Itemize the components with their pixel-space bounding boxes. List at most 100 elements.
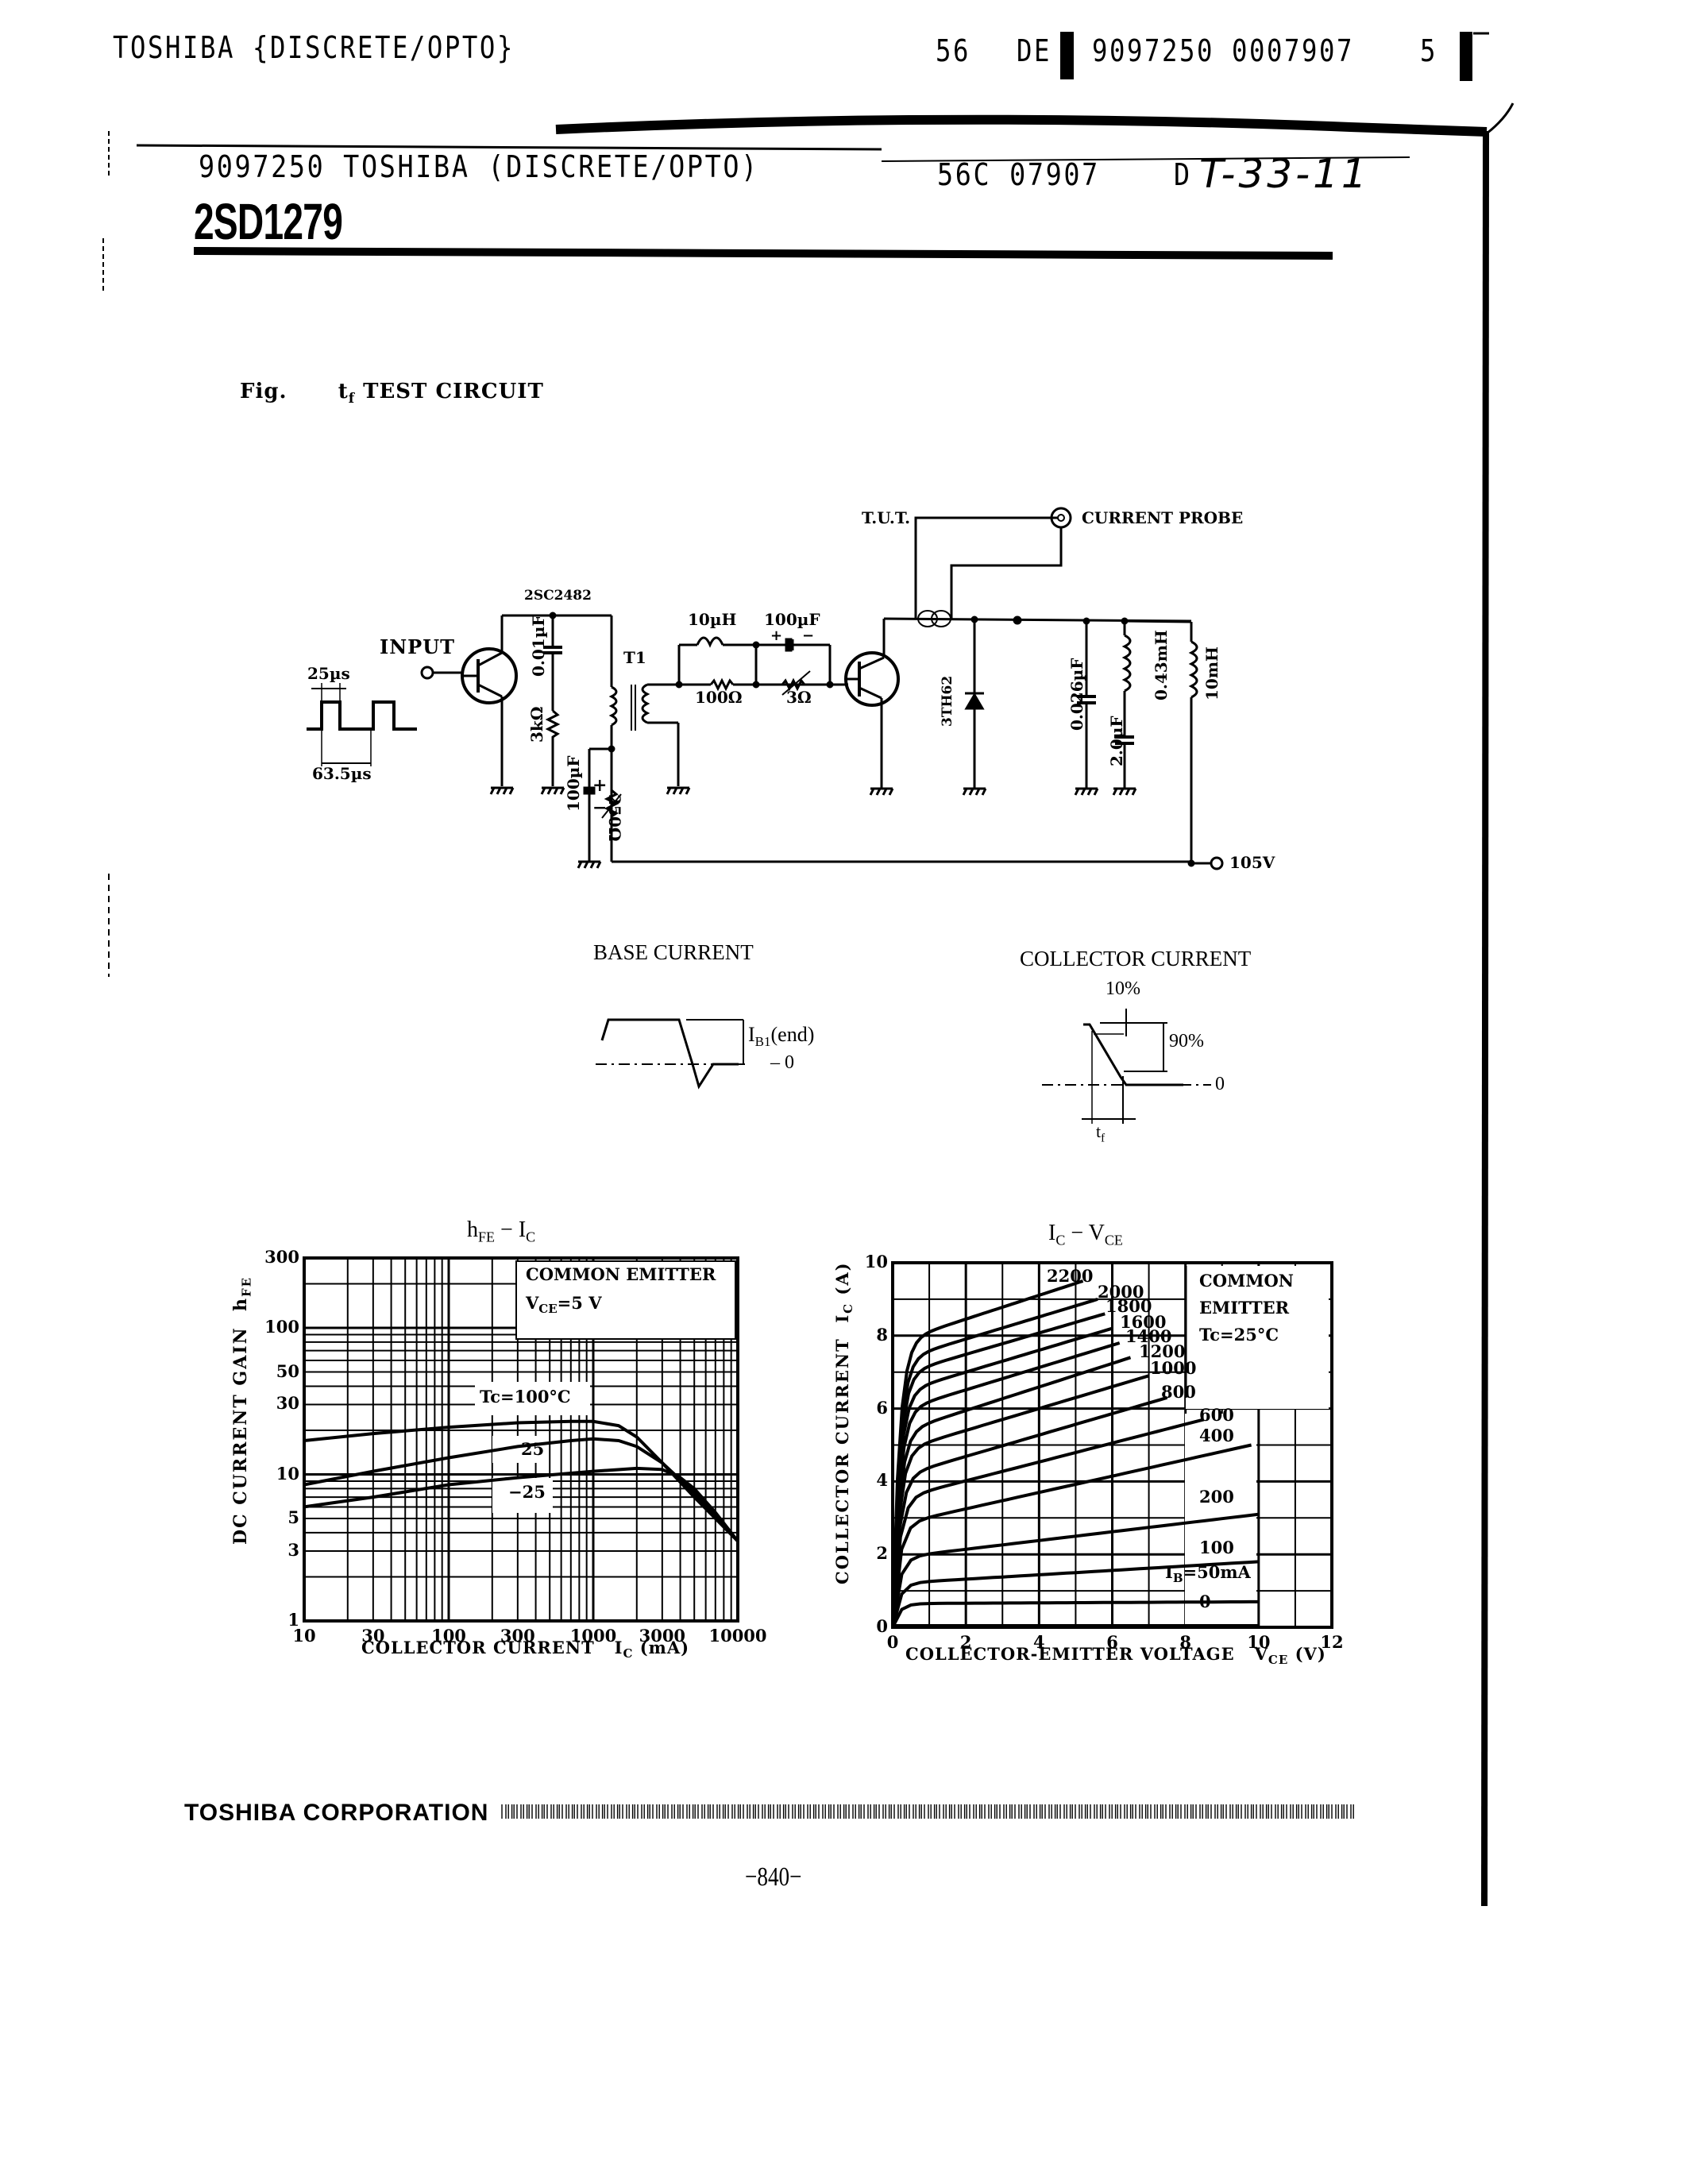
collector-current-title: COLLECTOR CURRENT [1020,947,1252,970]
hfe-y-tick: 50 [276,1360,299,1381]
ic-xlabel-text: COLLECTOR-EMITTER VOLTAGE [905,1644,1235,1664]
hfe-x-tick: 10 [292,1626,316,1646]
hfe-ylabel-sub: FE [239,1275,254,1297]
pulse-period-label: 63.5µs [312,764,372,783]
hfe-y-tick: 5 [287,1507,299,1528]
ic-series-label: 800 [1161,1382,1196,1402]
frame-right [1481,130,1489,1907]
hfe-chart-graphics [303,1256,739,1623]
ic-ib-sub: B [1172,1571,1183,1586]
ic-annotation-3: Tc=25°C [1199,1325,1279,1345]
ic-series-label: 1200 [1139,1341,1186,1361]
ic-xlabel-unit: (V) [1295,1644,1326,1664]
c5-label: 2.0µF [1107,716,1126,766]
ic-annotation-2: EMITTER [1199,1298,1290,1318]
hfe-xlabel-unit: (mA) [639,1638,690,1657]
handwritten-code: T-33-11 [1199,151,1370,197]
hfe-title-h: h [467,1217,478,1242]
test-circuit [307,507,1224,870]
hfe-title-sub: FE [478,1229,496,1245]
diode-label: 3TH62 [940,675,955,727]
ic-y-axis-label: COLLECTOR CURRENT IC (A) [832,1261,855,1584]
transformer-label: T1 [623,648,646,667]
tut-label: T.U.T. [862,508,911,527]
hfe-series-label-m25: −25 [508,1482,546,1502]
c2-plus: + [592,775,608,796]
hfe-title-dash: − [500,1217,513,1242]
ic-y-tick: 0 [876,1616,888,1636]
hfe-xlabel-text: COLLECTOR CURRENT [361,1638,595,1657]
l1-label: 10µH [688,610,737,629]
doc-header-line: 9097250 TOSHIBA (DISCRETE/OPTO) [199,149,759,184]
base-zero-label: – 0 [770,1052,794,1073]
ic-title-dash: − [1071,1221,1084,1245]
hfe-ylabel-sym: h [230,1296,251,1311]
ic-ylabel-sym: I [832,1313,852,1323]
scan-mark-right [1460,32,1472,81]
ic-ylabel-sub: C [841,1302,856,1314]
hfe-annotation-1: COMMON EMITTER [526,1264,716,1284]
vr1-label: 250Ω [605,794,624,842]
hfe-x-tick: 100 [431,1626,466,1646]
hfe-annotation-box [515,1260,736,1340]
tf-label: tf [1096,1121,1105,1145]
base-current-waveform [596,1018,747,1090]
tf-main: t [1096,1121,1102,1141]
collector-pct-mid: 90% [1169,1031,1204,1051]
base-current-title: BASE CURRENT [593,940,754,964]
ib1-subscript: B1 [754,1034,771,1050]
ic-series-label: 2000 [1098,1282,1144,1302]
frame-top [555,114,1488,137]
ic-y-tick: 8 [876,1324,888,1345]
r2-label: 100Ω [695,688,743,707]
scan-header-code-suffix: 5 [1420,33,1438,68]
ic-x-axis-label: COLLECTOR-EMITTER VOLTAGE VCE (V) [905,1644,1326,1667]
ic-series-label: 600 [1199,1405,1234,1425]
ic-annotation-1: COMMON [1199,1271,1294,1291]
ic-ib-symbol: I [1165,1562,1173,1582]
ic-ib-label: IB=50mA [1165,1562,1251,1585]
ic-series-label: 1400 [1125,1326,1172,1346]
collector-pct-top: 10% [1106,978,1140,999]
c2-minus: − [592,797,608,818]
tf-symbol: t [338,380,349,403]
ic-x-tick: 4 [1033,1632,1045,1652]
hfe-y-tick: 300 [264,1247,299,1267]
ic-x-tick: 12 [1320,1632,1344,1652]
ic-series-label: 0 [1199,1592,1211,1611]
c3-plus: + [770,627,783,644]
input-pulse [307,700,417,731]
ic-x-tick: 2 [959,1632,972,1652]
ic-series-label: 1000 [1150,1358,1197,1378]
current-probe-label: CURRENT PROBE [1082,508,1244,527]
hfe-x-tick: 300 [500,1626,535,1646]
hfe-x-tick: 10000 [708,1626,767,1646]
ic-x-tick: 10 [1247,1632,1271,1652]
hfe-xlabel-sym: I [614,1638,623,1657]
hfe-vce-value: =5 V [557,1293,602,1313]
hfe-series-label-100: Tc=100°C [480,1387,571,1406]
hfe-y-tick: 100 [264,1317,299,1337]
hfe-chart-title: hFE − IC [467,1217,535,1246]
ic-y-tick: 10 [864,1252,888,1271]
hfe-ylabel-text: DC CURRENT GAIN [230,1326,251,1545]
collector-zero-label: 0 [1215,1074,1225,1094]
figure-label: Fig. [240,380,287,403]
ic-title-i: I [1048,1221,1056,1245]
r1-label: 3kΩ [527,706,546,743]
c1-label: 0.01µF [529,615,548,677]
ic-series-label: 400 [1199,1426,1234,1445]
ic-ylabel-unit: (A) [832,1261,852,1295]
ic-x-tick: 0 [886,1632,899,1652]
scan-header-code-number: 9097250 0007907 [1092,33,1354,68]
ic-series-label: 200 [1199,1487,1234,1507]
pulse-width-label: 25µs [307,664,350,683]
page-number: −840− [745,1862,802,1892]
ic-ylabel-text: COLLECTOR CURRENT [832,1337,852,1584]
hfe-title-i: I [518,1217,527,1242]
scan-header-left: TOSHIBA {DISCRETE/OPTO} [113,30,515,65]
c2-label: 100µF [564,755,583,812]
hfe-xlabel-sub: C [623,1646,634,1661]
footer-barcode [501,1804,1354,1819]
hfe-x-axis-label: COLLECTOR CURRENT IC (mA) [361,1638,689,1661]
